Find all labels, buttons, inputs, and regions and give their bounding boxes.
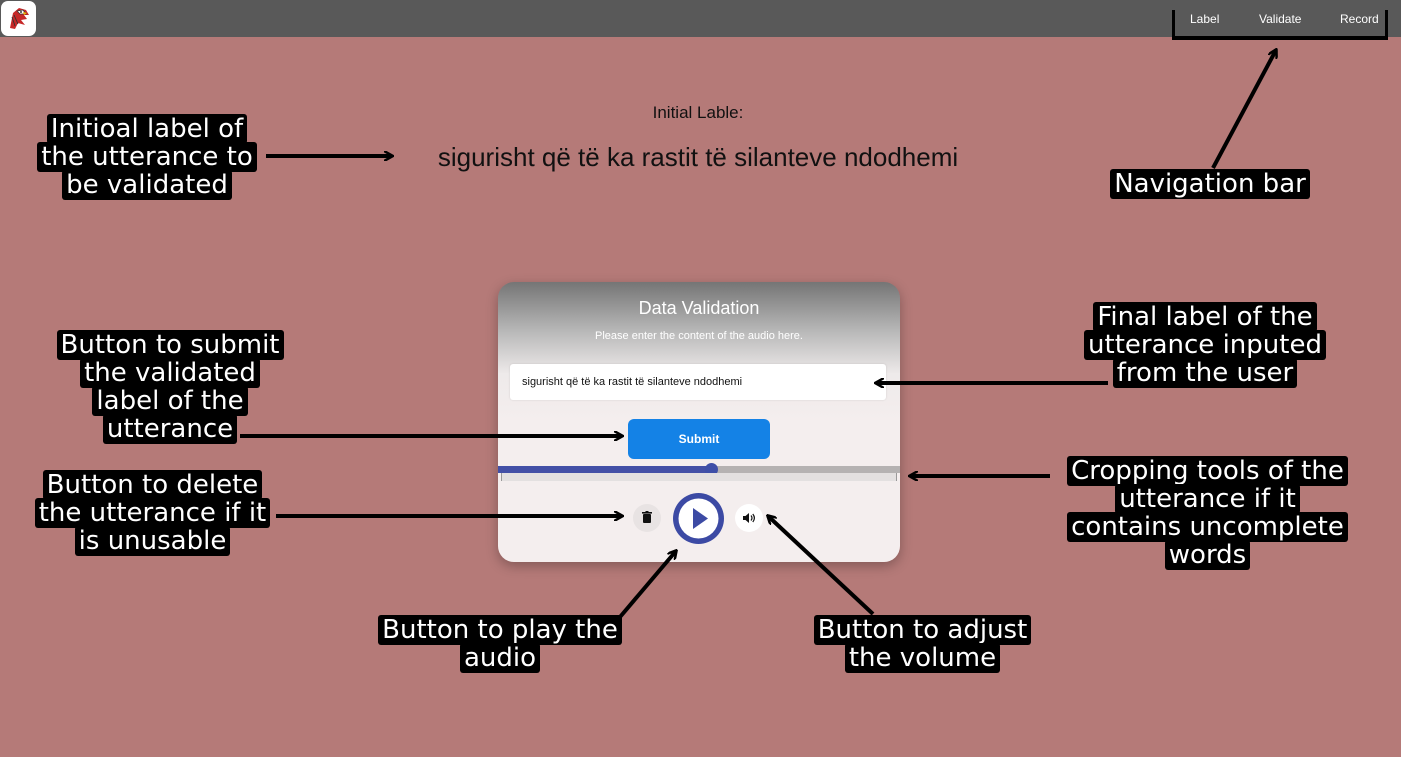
- audio-progress-slider[interactable]: [498, 463, 900, 476]
- audio-progress-fill: [498, 466, 712, 473]
- annotation-line: Cropping tools of the: [1067, 456, 1348, 486]
- annotation-line: be validated: [62, 170, 232, 200]
- annotation-navigation-bar: Navigation bar: [1095, 169, 1325, 199]
- annotation-line: contains uncomplete: [1067, 512, 1348, 542]
- annotation-line: Final label of the: [1093, 302, 1317, 332]
- annotation-line: Button to delete: [42, 470, 263, 500]
- annotation-line: the validated: [80, 358, 260, 388]
- final-label-input[interactable]: [510, 364, 886, 400]
- annotation-line: Navigation bar: [1110, 169, 1310, 199]
- card-subtitle: Please enter the content of the audio he…: [595, 330, 803, 342]
- navigation-highlight-bracket: [1172, 10, 1388, 40]
- annotation-line: words: [1164, 540, 1251, 570]
- annotation-line: Initioal label of: [46, 114, 248, 144]
- annotation-line: the volume: [844, 643, 1001, 673]
- play-icon: [678, 498, 719, 539]
- delete-button[interactable]: [633, 504, 661, 532]
- annotation-line: the utterance to: [37, 142, 257, 172]
- nav-link-validate[interactable]: Validate: [1259, 12, 1302, 26]
- annotation-final-label: Final label of the utterance inputed fro…: [1060, 302, 1350, 388]
- annotation-initial-label: Initioal label of the utterance to be va…: [22, 114, 272, 200]
- volume-icon: [743, 513, 755, 523]
- annotation-line: audio: [459, 643, 541, 673]
- annotation-cropping-tools: Cropping tools of the utterance if it co…: [1040, 456, 1375, 570]
- initial-label-heading: Initial Lable:: [652, 103, 744, 122]
- arrow-play-button: [618, 551, 676, 619]
- annotation-line: from the user: [1112, 358, 1298, 388]
- volume-button[interactable]: [735, 504, 763, 532]
- annotation-line: the utterance if it: [34, 498, 271, 528]
- initial-label-text: sigurisht që të ka rastit të silanteve n…: [437, 142, 959, 172]
- annotation-line: is unusable: [74, 526, 231, 556]
- nav-link-record[interactable]: Record: [1340, 12, 1379, 26]
- annotation-line: utterance if it: [1115, 484, 1300, 514]
- annotation-line: Button to submit: [56, 330, 284, 360]
- top-navigation-bar: Label Validate Record: [0, 0, 1401, 37]
- audio-progress-thumb[interactable]: [705, 463, 719, 476]
- annotation-play-button: Button to play the audio: [345, 615, 655, 673]
- eagle-logo-icon[interactable]: [1, 1, 36, 36]
- trash-icon: [642, 511, 652, 523]
- submit-button[interactable]: Submit: [628, 419, 770, 459]
- annotation-line: Button to adjust: [813, 615, 1032, 645]
- annotation-line: utterance: [102, 414, 238, 444]
- annotation-line: Button to play the: [378, 615, 622, 645]
- nav-link-label[interactable]: Label: [1190, 12, 1220, 26]
- annotation-line: label of the: [92, 386, 248, 416]
- arrow-navigation-bar: [1211, 50, 1276, 169]
- cropping-region[interactable]: [501, 473, 897, 481]
- annotation-submit-button: Button to submit the validated label of …: [30, 330, 310, 444]
- annotation-delete-button: Button to delete the utterance if it is …: [20, 470, 285, 556]
- annotation-volume-button: Button to adjust the volume: [795, 615, 1050, 673]
- annotation-line: utterance inputed: [1084, 330, 1326, 360]
- card-title: Data Validation: [638, 298, 760, 318]
- play-button[interactable]: [673, 493, 724, 544]
- arrow-volume-button: [768, 516, 875, 616]
